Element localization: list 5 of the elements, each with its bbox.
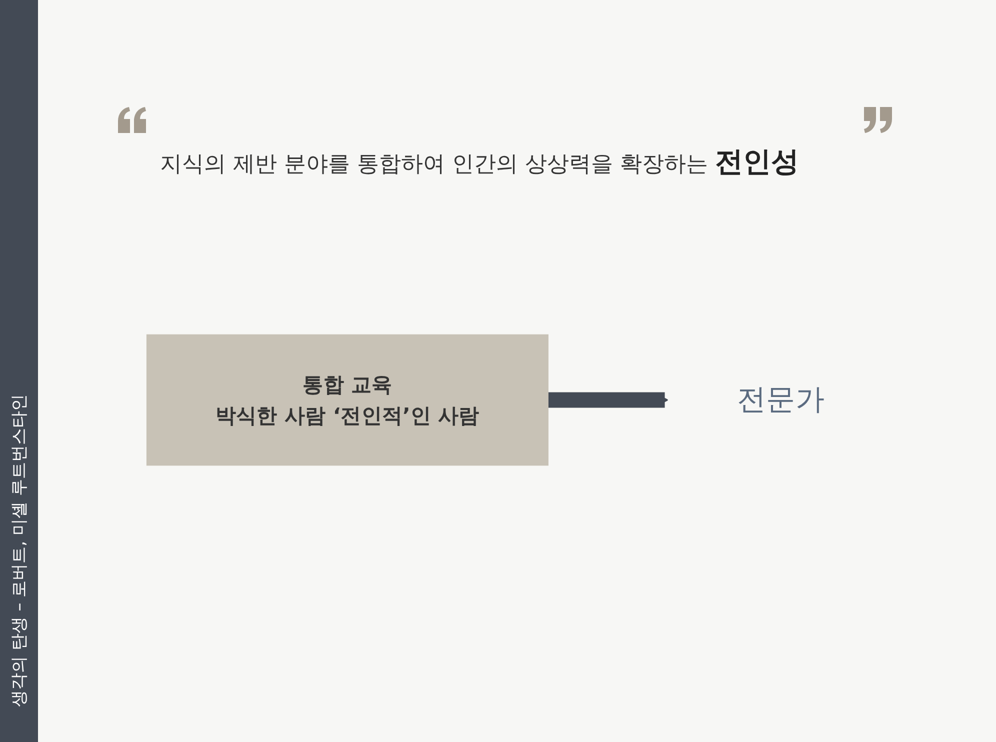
node-box: 통합 교육 박식한 사람 ‘전인적’인 사람 <box>146 334 548 466</box>
node-text: 전문가 <box>736 382 824 417</box>
side-caption: 생각의 탄생 – 로버트, 미셸 루트번스타인 <box>8 394 30 707</box>
arrow <box>548 392 669 408</box>
quote-title: 지식의 제반 분야를 통합하여 인간의 상상력을 확장하는 전인성 <box>160 144 799 180</box>
